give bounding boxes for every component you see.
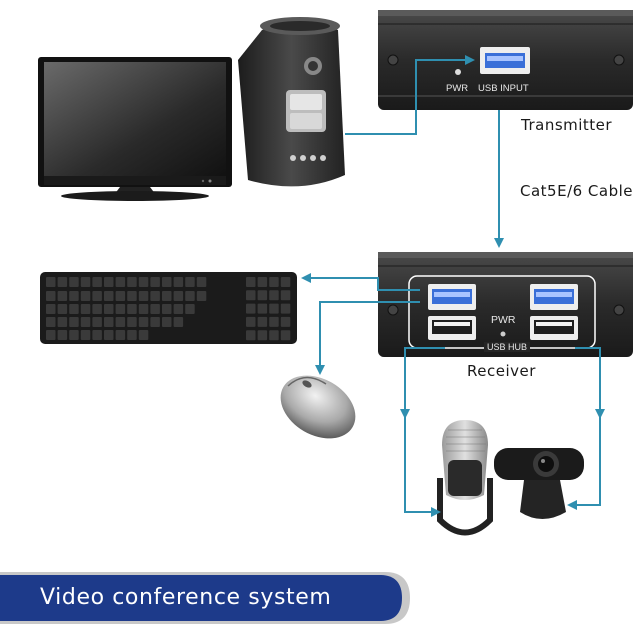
receiver-box: [378, 252, 633, 357]
tx-usb-input-label: USB INPUT: [478, 83, 529, 94]
receiver-label: Receiver: [467, 362, 536, 380]
connector-lines: [301, 55, 605, 517]
transmitter-box: [378, 10, 633, 110]
monitor-icon: [38, 57, 232, 201]
pc-tower-icon: [238, 17, 345, 187]
webcam-icon: [494, 448, 584, 519]
cable-label: Cat5E/6 Cable: [520, 182, 634, 200]
mouse-icon: [280, 375, 356, 439]
rx-usb-hub-label: USB HUB: [484, 342, 531, 352]
tx-pwr-label: PWR: [446, 83, 469, 94]
keyboard-icon: [40, 272, 297, 344]
banner-title: Video conference system: [40, 585, 332, 610]
title-banner: [0, 572, 410, 624]
rx-pwr-label: PWR: [491, 314, 516, 326]
microphone-icon: [437, 420, 493, 536]
transmitter-label: Transmitter: [521, 116, 613, 134]
